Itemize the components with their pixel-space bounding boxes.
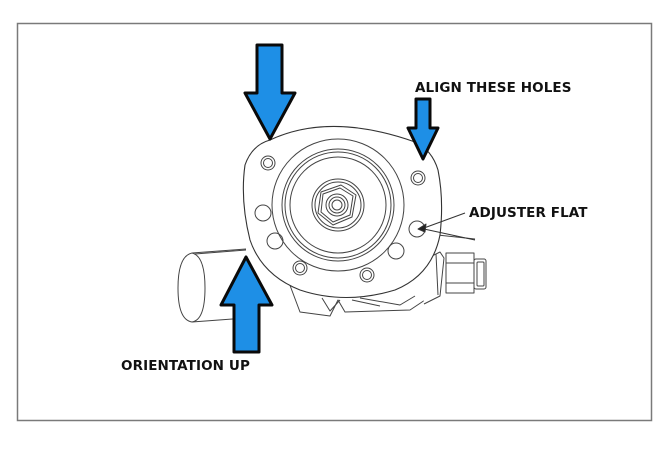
threaded-hole-bottom-left xyxy=(292,260,308,276)
align-arrow-right xyxy=(406,97,440,161)
adjuster-leader xyxy=(417,212,476,241)
center-bore xyxy=(271,138,405,272)
threaded-hole-top-left xyxy=(260,155,276,171)
flange-holes xyxy=(254,155,426,283)
orientation-arrow xyxy=(219,255,274,354)
diagram-frame xyxy=(16,22,653,422)
align-arrow-left xyxy=(243,43,297,141)
threaded-hole-top-right xyxy=(410,170,426,186)
plain-hole-right-lower xyxy=(387,242,405,260)
label-adjuster-flat: ADJUSTER FLAT xyxy=(469,205,588,221)
adjuster-fitting xyxy=(419,233,487,305)
label-orientation-up: ORIENTATION UP xyxy=(121,358,250,374)
plain-hole-left-lower xyxy=(266,232,284,250)
threaded-hole-bottom-right xyxy=(359,267,375,283)
hex-nut xyxy=(317,184,357,226)
label-align-these-holes: ALIGN THESE HOLES xyxy=(415,80,572,96)
plain-hole-left-upper xyxy=(254,204,272,222)
